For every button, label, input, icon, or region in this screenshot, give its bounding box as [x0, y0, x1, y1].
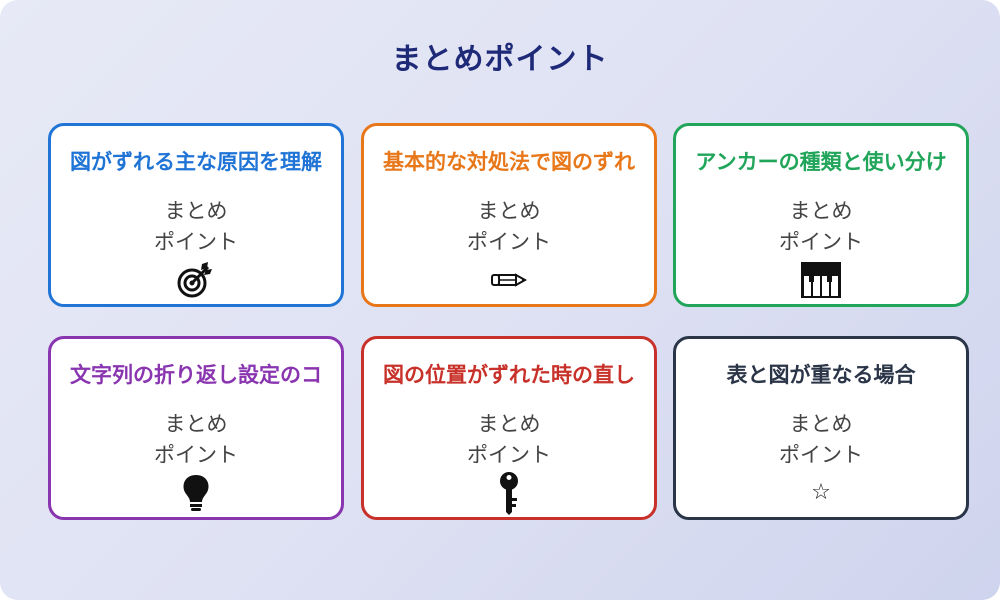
card-title: 図がずれる主な原因を理解 [70, 150, 322, 174]
card-subtitle-line2: ポイント [467, 443, 551, 467]
card-subtitle-line1: まとめ [164, 412, 228, 436]
card-cause: 図がずれる主な原因を理解 まとめ ポイント [48, 123, 344, 307]
card-table-overlap: 表と図が重なる場合 まとめ ポイント ☆ [673, 336, 969, 520]
card-subtitle-line1: まとめ [789, 199, 853, 223]
card-subtitle: まとめ ポイント [51, 409, 341, 471]
card-subtitle: まとめ ポイント [676, 409, 966, 471]
piano-keys-icon [676, 260, 966, 300]
card-text-wrap: 文字列の折り返し設定のコ まとめ ポイント [48, 336, 344, 520]
lightbulb-icon [51, 473, 341, 513]
card-subtitle-line2: ポイント [467, 230, 551, 254]
card-subtitle-line1: まとめ [477, 199, 541, 223]
card-subtitle-line2: ポイント [154, 230, 238, 254]
star-glyph: ☆ [811, 480, 831, 505]
card-subtitle: まとめ ポイント [51, 196, 341, 258]
card-subtitle: まとめ ポイント [676, 196, 966, 258]
key-icon [364, 472, 654, 515]
card-subtitle: まとめ ポイント [364, 196, 654, 258]
page-title: まとめポイント [391, 42, 609, 77]
card-subtitle-line1: まとめ [164, 199, 228, 223]
card-position-fix: 図の位置がずれた時の直し まとめ ポイント [361, 336, 657, 520]
card-title: アンカーの種類と使い分け [695, 150, 947, 174]
card-title: 図の位置がずれた時の直し [383, 363, 635, 387]
star-icon: ☆ [676, 473, 966, 513]
card-anchor-types: アンカーの種類と使い分け まとめ ポイント [673, 123, 969, 307]
pencil-icon [364, 260, 654, 300]
card-title: 文字列の折り返し設定のコ [70, 363, 322, 387]
card-title: 表と図が重なる場合 [726, 363, 916, 387]
card-subtitle-line1: まとめ [789, 412, 853, 436]
card-title: 基本的な対処法で図のずれ [383, 150, 635, 174]
card-subtitle: まとめ ポイント [364, 409, 654, 471]
card-subtitle-line2: ポイント [779, 443, 863, 467]
card-subtitle-line2: ポイント [154, 443, 238, 467]
card-subtitle-line1: まとめ [477, 412, 541, 436]
card-basic-fix: 基本的な対処法で図のずれ まとめ ポイント [361, 123, 657, 307]
card-subtitle-line2: ポイント [779, 230, 863, 254]
target-icon [51, 260, 341, 300]
